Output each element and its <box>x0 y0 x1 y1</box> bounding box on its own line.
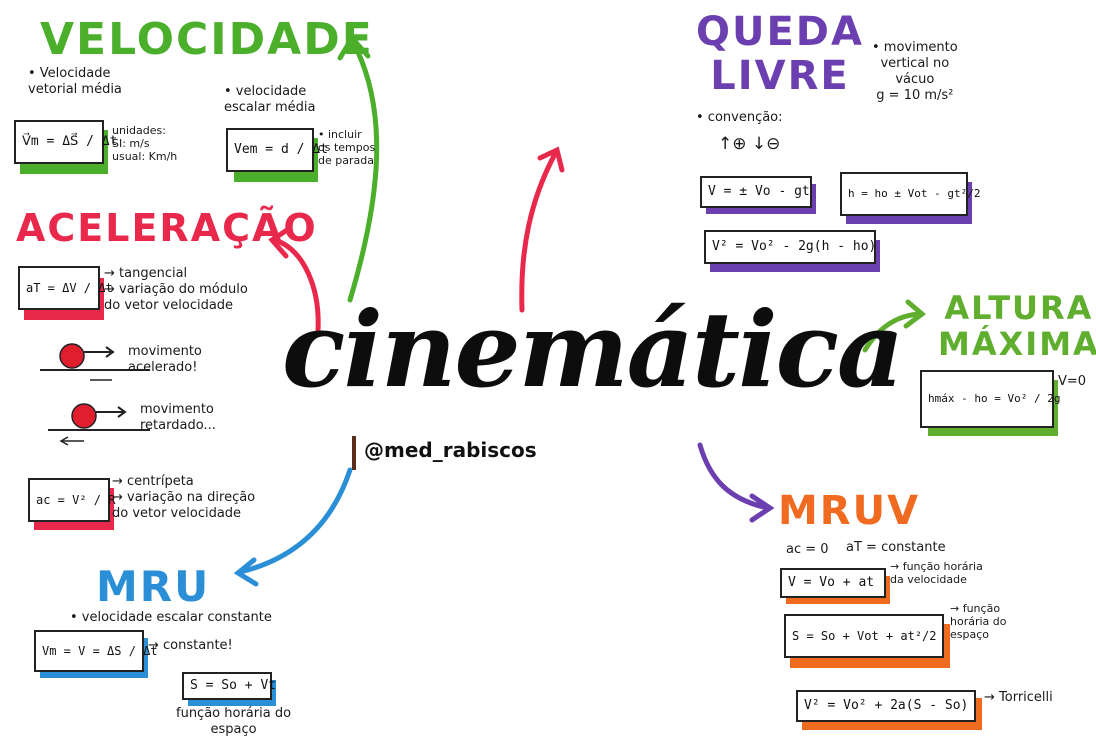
altura-formula-box: hmáx - ho = Vo² / 2g <box>920 370 1060 428</box>
constante-note: → constante! <box>148 638 233 653</box>
mru-space-box: S = So + Vt <box>182 672 276 700</box>
vetorial-formula-box: V⃗m = ΔS⃗ / Δt <box>14 120 117 164</box>
aceleracao-title: ACELERAÇÃO <box>16 206 318 250</box>
mru-desc: • velocidade escalar constante <box>70 610 272 625</box>
acelerado-note: movimento acelerado! <box>128 344 202 375</box>
tangencial-note: → tangencial → variação do módulo do vet… <box>104 266 248 313</box>
mruv-title: MRUV <box>778 488 921 534</box>
mru-velocity-box: Vm = V = ΔS / Δt <box>34 630 158 672</box>
units-note: unidades: SI: m/s usual: Km/h <box>112 124 178 163</box>
queda-velocity-box: V = ± Vo - gt <box>700 176 812 208</box>
escalar-formula-box: Vem = d / Δt <box>226 128 328 172</box>
queda-desc: • movimento vertical no vácuo g = 10 m/s… <box>872 40 958 103</box>
queda-torricelli-box: V² = Vo² - 2g(h - ho) <box>704 230 876 264</box>
arrow-to-mru <box>237 467 353 575</box>
arrow-to-aceleracao <box>272 237 321 333</box>
queda-height-box: h = ho ± Vot - gt²/2 <box>840 172 980 216</box>
arrow-to-mruv <box>697 442 771 511</box>
centripeta-note: → centrípeta → variação na direção do ve… <box>112 474 256 521</box>
mru-title: MRU <box>96 562 211 611</box>
central-topic: cinemática <box>282 288 904 420</box>
mruv-velocity-note: → função horária da velocidade <box>890 560 983 586</box>
mruv-velocity-box: V = Vo + at <box>780 568 886 598</box>
arrow-to-altura <box>862 311 923 353</box>
retardado-note: movimento retardado... <box>140 402 216 433</box>
altura-title: ALTURA MÁXIMA <box>938 289 1096 363</box>
convencao-signs: ↑⊕ ↓⊖ <box>718 134 781 154</box>
parada-note: • incluir os tempos de parada <box>318 128 376 167</box>
mruv-ac: ac = 0 <box>786 542 829 557</box>
arrow-to-velocidade <box>347 37 380 303</box>
mru-func-note: função horária do espaço <box>176 706 292 737</box>
author-handle: @med_rabiscos <box>364 438 537 462</box>
queda-title: QUEDA LIVRE <box>696 9 864 99</box>
mruv-space-note: → função horária do espaço <box>950 602 1007 641</box>
arrow-to-queda <box>519 149 559 313</box>
centripeta-formula-box: ac = V² / R <box>28 478 115 522</box>
vetorial-label: • Velocidade vetorial média <box>28 66 122 97</box>
convencao-label: • convenção: <box>696 110 783 125</box>
mruv-torricelli-box: V² = Vo² + 2a(S - So) <box>796 690 976 722</box>
altura-condition: V=0 <box>1058 374 1087 389</box>
escalar-label: • velocidade escalar média <box>224 84 316 115</box>
mruv-space-box: S = So + Vot + at²/2 <box>784 614 944 658</box>
torricelli-note: → Torricelli <box>984 690 1053 705</box>
mruv-at: aT = constante <box>846 540 946 555</box>
tangencial-formula-box: aT = ΔV / Δt <box>18 266 113 310</box>
velocidade-title: VELOCIDADE <box>40 14 374 65</box>
author-handle-bar <box>352 436 356 470</box>
page-title: cinemática <box>282 288 904 411</box>
